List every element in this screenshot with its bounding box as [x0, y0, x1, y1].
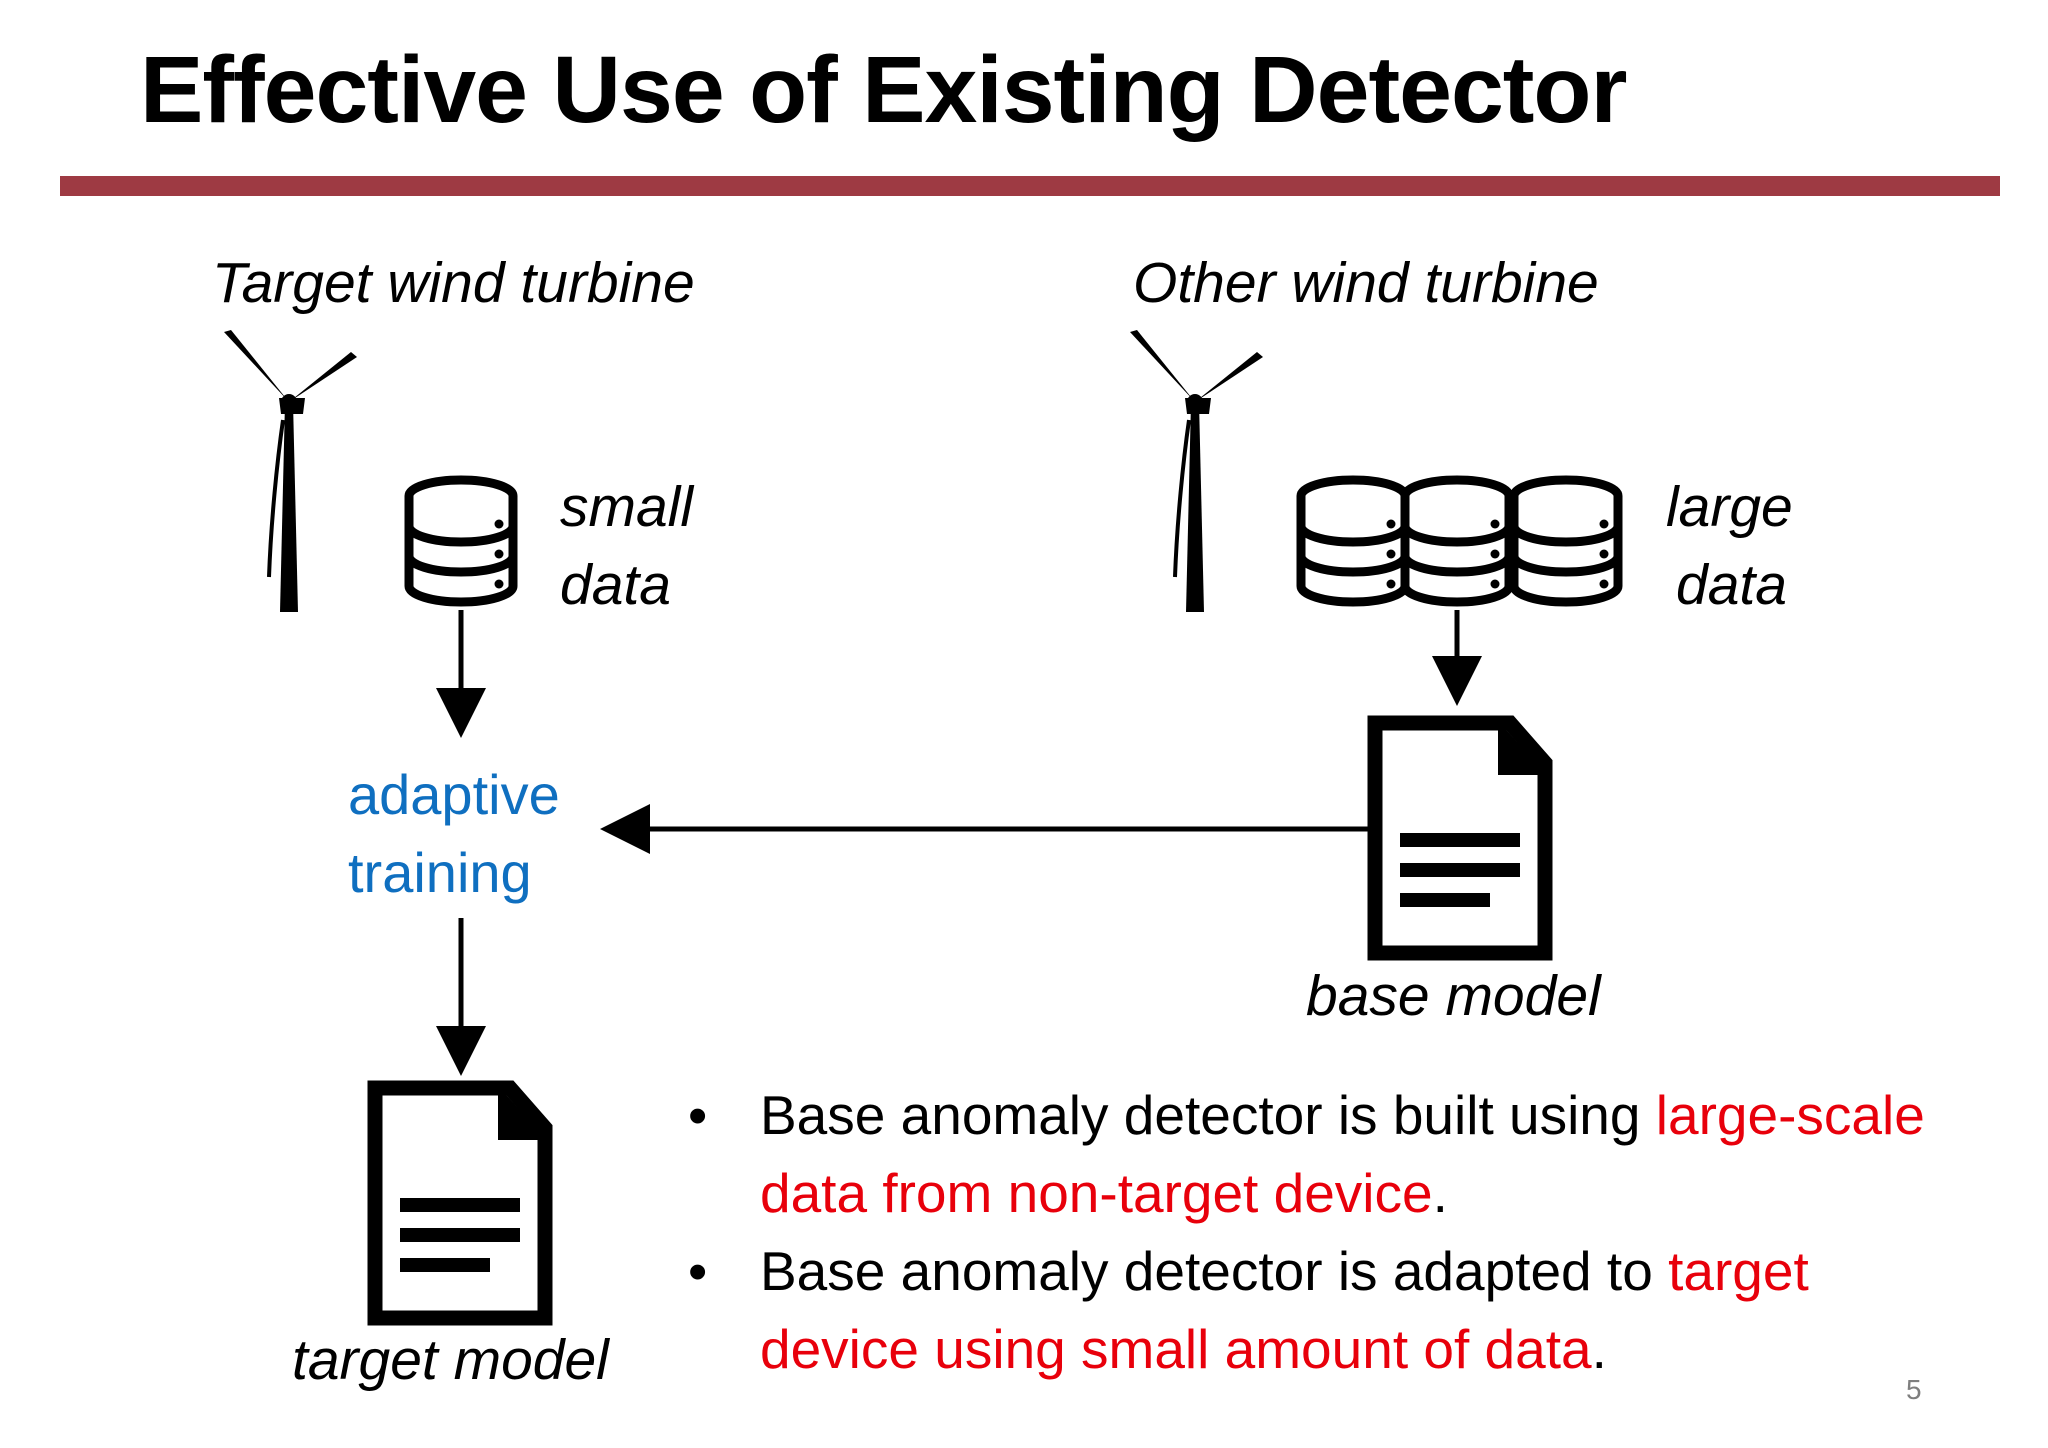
other-turbine-label: Other wind turbine: [1133, 251, 1599, 315]
bullet-item: • Base anomaly detector is built using l…: [680, 1076, 1950, 1232]
bullet-list: • Base anomaly detector is built using l…: [680, 1076, 1950, 1388]
large-database-icon: [1301, 480, 1618, 602]
adaptive-training-label-line2: training: [348, 841, 532, 904]
bullet-marker: •: [688, 1084, 708, 1146]
bullet-text: Base anomaly detector is adapted to: [760, 1240, 1669, 1302]
small-database-icon: [409, 480, 513, 602]
bullet-highlight: target device using small amount of data: [760, 1240, 1809, 1380]
bullet-item: • Base anomaly detector is adapted to ta…: [680, 1232, 1950, 1388]
bullet-end: .: [1432, 1162, 1448, 1224]
base-model-label: base model: [1306, 964, 1601, 1028]
large-data-label-line2: data: [1676, 553, 1787, 617]
large-data-label-line1: large: [1666, 475, 1793, 539]
bullet-text: Base anomaly detector is built using: [760, 1084, 1656, 1146]
title-rule: [60, 176, 2000, 196]
page-number: 5: [1906, 1374, 1922, 1405]
target-model-label: target model: [292, 1328, 609, 1392]
target-turbine-icon: [222, 328, 359, 614]
small-data-label-line2: data: [560, 553, 671, 617]
other-turbine-icon: [1128, 328, 1265, 614]
adaptive-training-label-line1: adaptive: [348, 763, 560, 826]
bullet-end: .: [1591, 1318, 1607, 1380]
bullet-marker: •: [688, 1240, 708, 1302]
slide-title: Effective Use of Existing Detector: [140, 37, 1627, 143]
target-turbine-label: Target wind turbine: [212, 251, 695, 315]
base-model-document-icon: [1375, 723, 1545, 953]
small-data-label-line1: small: [560, 475, 694, 539]
bullet-highlight: large-scale data from non-target device: [760, 1084, 1925, 1224]
target-model-document-icon: [375, 1088, 545, 1318]
